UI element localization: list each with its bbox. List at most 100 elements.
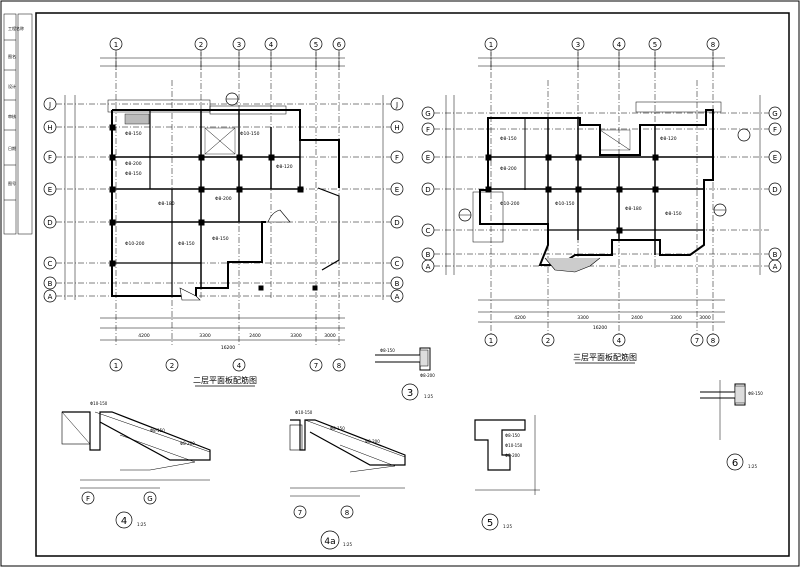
plan2-left-axis-0: J [48,101,51,109]
plan3-bottom-axis-2: 4 [617,337,622,345]
plan2-left-dimensions [64,95,384,300]
plan2-bottom-axis-0: 1 [114,362,118,370]
plan2-rebar-0: Φ8-150 [125,131,142,137]
plan2-right-axis-6: B [395,280,400,288]
detail6-number: 6 [732,458,738,469]
plan2-right-axis-5: C [395,260,400,268]
plan2-left-axis-5: C [48,260,53,268]
plan3-rebar-4: Φ8-120 [660,136,677,142]
detail4-axis-0: F [86,495,90,503]
sidebar-text-5: 图号 [8,180,16,186]
detail5-scale: 1:25 [503,524,512,529]
plan2-bottom-axis-2: 4 [237,362,242,370]
plan2-right-axis-3: E [395,186,399,194]
plan3-dim-total: 16200 [593,325,607,331]
detail3-rebar-1: Φ8-200 [420,373,435,378]
plan3-bottom-axis-0: 1 [489,337,493,345]
sheet-inner-border [35,12,790,557]
plan2-left-axis-7: A [48,293,53,301]
detail5-rebar-1: Φ10-150 [505,443,523,448]
plan3-title: 三层平面板配筋图 [573,352,637,362]
plan2-bottom-axes: 1 2 4 7 8 [109,358,346,372]
plan2-right-axis-7: A [395,293,400,301]
plan3-bottom-axis-1: 2 [546,337,550,345]
plan2-left-axes: J H F E D C B A [43,97,57,303]
plan3-top-axis-4: 8 [711,41,715,49]
plan3-left-axis-1: F [426,126,430,134]
plan2-left-axis-6: B [48,280,53,288]
plan2-rebar-5: Φ8-200 [215,196,232,202]
plan3-top-axis-0: 1 [489,41,493,49]
plan3-bottom-dimensions: 4200 3300 2400 3300 3000 16200 [478,299,725,331]
detail4a-axis-0: 7 [298,509,302,517]
plan3-top-axis-1: 3 [576,41,580,49]
plan3-left-axis-2: E [426,154,430,162]
plan3-left-axis-3: D [425,186,430,194]
plan2-bottom-axis-4: 8 [337,362,341,370]
plan2-rebar-6: Φ10-150 [240,131,260,137]
plan3-right-axis-2: E [773,154,777,162]
plan2-dim-seg-0: 4200 [138,333,150,339]
detail-3: Φ8-150 Φ8-200 3 1:25 [375,347,435,401]
plan2-top-axis-3: 4 [269,41,274,49]
plan3-rebar-labels: Φ8-150 Φ8-200 Φ10-150 Φ8-180 Φ8-120 Φ8-1… [500,136,682,217]
sidebar-text-3: 审核 [8,113,16,119]
plan2-top-axis-1: 2 [199,41,203,49]
detail5-rebar-0: Φ8-150 [505,433,520,438]
plan2-top-axis-2: 3 [237,41,241,49]
detail3-rebar-0: Φ8-150 [380,348,395,353]
plan2-bottom-axis-3: 7 [314,362,318,370]
plan3-rebar-5: Φ8-150 [665,211,682,217]
plan3-dim-seg-2: 2400 [631,315,643,321]
plan3-rebar-3: Φ8-180 [625,206,642,212]
plan3-rebar-2: Φ10-150 [555,201,575,207]
plan3-right-axis-4: B [773,251,778,259]
detail3-scale: 1:25 [424,394,433,399]
plan2-rebar-labels: Φ8-150 Φ8-200 Φ8-150 Φ8-180 Φ8-150 Φ8-20… [125,131,293,247]
plan3-rebar-1: Φ8-200 [500,166,517,172]
detail-4: Φ8-150 Φ8-200 Φ10-150 F G 4 1:25 [61,401,211,529]
detail4a-rebar-1: Φ8-200 [365,439,380,444]
detail4-rebar-0: Φ8-150 [150,428,165,433]
plan3-left-axis-5: B [426,251,431,259]
plan2-top-axes: 1 2 3 4 5 6 [109,37,346,51]
plan2-top-axis-4: 5 [314,41,318,49]
plan2-rebar-3: Φ8-180 [158,201,175,207]
detail-5: Φ8-150 Φ10-150 Φ8-200 5 1:25 [474,415,540,531]
plan3-top-axis-2: 4 [617,41,622,49]
plan2-rebar-8: Φ10-200 [125,241,145,247]
sidebar-text-2: 设计 [8,83,16,89]
plan3-bottom-axis-3: 7 [695,337,699,345]
sidebar-text-4: 日期 [8,145,16,151]
plan3-dim-seg-1: 3300 [577,315,589,321]
plan3-left-axes: G F E D C B A [421,106,435,273]
plan3-walls [458,101,751,273]
plan3-top-axis-3: 5 [653,41,657,49]
plan2-rebar-4: Φ8-150 [178,241,195,247]
detail4a-scale: 1:25 [343,542,352,547]
detail6-rebar-0: Φ8-150 [748,391,763,396]
plan2-left-axis-2: F [48,154,52,162]
plan2-bottom-dimensions: 4200 3300 2400 3300 3000 16200 [100,317,345,351]
plan3-rebar-6: Φ10-200 [500,201,520,207]
plan2-dim-seg-3: 3300 [290,333,302,339]
plan2-right-axis-4: D [394,219,399,227]
detail4a-number: 4a [324,537,335,547]
detail4-rebar-2: Φ10-150 [90,401,108,406]
plan2-dim-seg-4: 3000 [324,333,336,339]
plan3-bottom-axes: 1 2 4 7 8 [484,333,720,347]
sidebar-text-0: 工程名称 [8,25,24,31]
detail4-axis-1: G [147,495,152,503]
plan3-left-axis-4: C [426,227,431,235]
plan3-left-axis-0: G [425,110,430,118]
plan2-right-axes: J H F E D C B A [390,97,404,303]
plan3-dim-seg-4: 3000 [699,315,711,321]
plan2-right-axis-2: F [395,154,399,162]
plan2-bottom-axis-1: 2 [170,362,174,370]
plan3-dim-seg-0: 4200 [514,315,526,321]
plan2-dim-total: 16200 [221,345,235,351]
plan2-rebar-9: Φ8-150 [212,236,229,242]
plan2-right-axis-1: H [394,124,399,132]
plan2-title: 二层平面板配筋图 [193,375,257,385]
